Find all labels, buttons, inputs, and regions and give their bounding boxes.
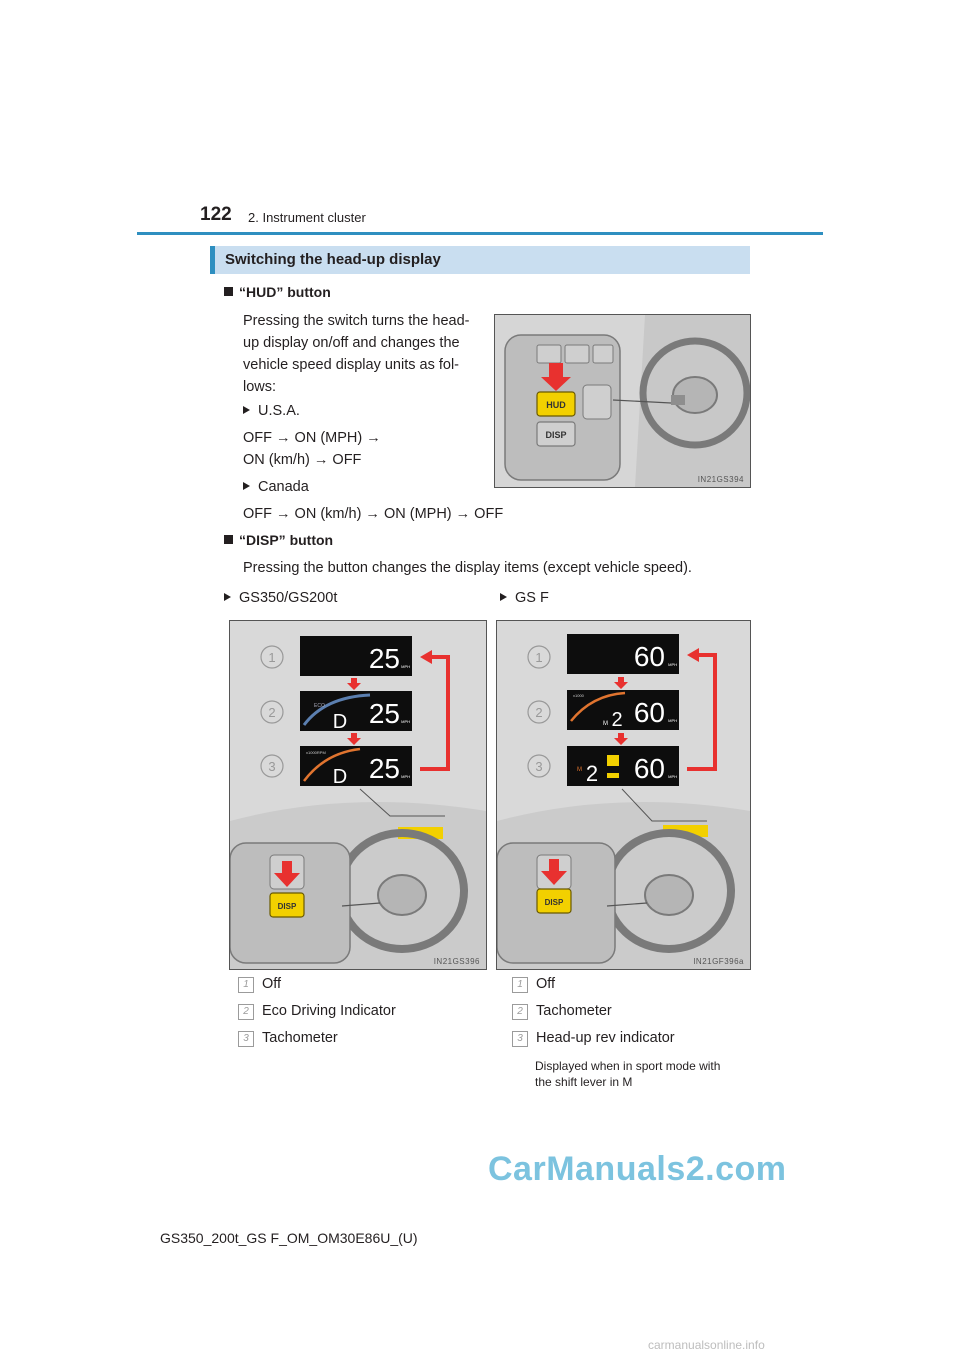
figure-code: IN21GF396a	[693, 957, 744, 966]
svg-text:2: 2	[535, 705, 542, 720]
disp-button-heading: “DISP” button	[224, 532, 333, 548]
speed-value: 60	[634, 641, 665, 672]
left-figure-title: GS350/GS200t	[224, 587, 337, 609]
square-bullet-icon	[224, 535, 233, 544]
rev-indicator-note: Displayed when in sport mode with the sh…	[535, 1059, 721, 1089]
canada-sequence: OFF → ON (km/h) → ON (MPH) → OFF	[243, 506, 504, 522]
canada-label: Canada	[243, 476, 309, 498]
svg-text:2: 2	[586, 761, 598, 786]
svg-text:x1000RPM: x1000RPM	[306, 750, 326, 755]
speed-value: 25	[369, 643, 400, 674]
hud-dashboard-illustration: HUD DISP	[495, 315, 750, 487]
gs350-disp-figure: 1 2 3 25 MPH ECO D 25 MPH x1000RPM D 25 …	[229, 620, 487, 970]
triangle-bullet-icon	[243, 482, 250, 490]
footer-doc-code: GS350_200t_GS F_OM_OM30E86U_(U)	[160, 1230, 418, 1246]
chapter-title: 2. Instrument cluster	[248, 210, 366, 225]
right-figure-title: GS F	[500, 587, 549, 609]
red-arrow-icon	[687, 648, 699, 662]
section-header: Switching the head-up display	[210, 246, 750, 274]
triangle-bullet-icon	[243, 406, 250, 414]
hud-button-label: HUD	[546, 400, 566, 410]
svg-text:25: 25	[369, 698, 400, 729]
disp-button-label: DISP	[545, 430, 566, 440]
usa-label: U.S.A.	[243, 400, 300, 422]
display-screen-off	[567, 634, 679, 674]
rev-indicator-bar	[607, 773, 619, 778]
red-arrow-icon	[420, 650, 432, 664]
figure-code: IN21GS396	[433, 957, 480, 966]
svg-text:x1000: x1000	[573, 693, 585, 698]
svg-text:1: 1	[535, 650, 542, 665]
display-screen-tach	[567, 690, 679, 730]
svg-text:MPH: MPH	[668, 662, 677, 667]
gsf-disp-figure: 1 2 3 60 MPH x1000 M 2 60 MPH M 2 60 MPH	[496, 620, 751, 970]
svg-text:3: 3	[535, 759, 542, 774]
red-arrow-icon	[541, 363, 571, 391]
svg-text:ECO: ECO	[314, 703, 325, 709]
watermark-bottom: carmanualsonline.info	[648, 1338, 765, 1352]
svg-text:MPH: MPH	[401, 719, 410, 724]
display-screen-rev-indicator	[567, 746, 679, 786]
page-number: 122	[200, 204, 232, 225]
rev-indicator-bar	[607, 755, 619, 766]
usa-sequence-line1: OFF → ON (MPH) →	[243, 430, 381, 446]
svg-text:25: 25	[369, 753, 400, 784]
svg-text:MPH: MPH	[401, 664, 410, 669]
triangle-bullet-icon	[224, 593, 231, 601]
svg-text:MPH: MPH	[668, 718, 677, 723]
hud-description: Pressing the switch turns the head- up d…	[243, 313, 470, 395]
display-screen-off	[300, 636, 412, 676]
hud-button-figure: HUD DISP IN21GS394	[494, 314, 751, 488]
svg-text:D: D	[333, 766, 347, 788]
watermark-logo: CarManuals2.com	[488, 1150, 787, 1188]
triangle-bullet-icon	[500, 593, 507, 601]
gear-indicator: 2	[611, 709, 622, 731]
disp-button-label: DISP	[278, 902, 297, 911]
gs350-display-illustration: 1 2 3 25 MPH ECO D 25 MPH x1000RPM D 25 …	[230, 621, 486, 969]
svg-text:60: 60	[634, 697, 665, 728]
square-bullet-icon	[224, 287, 233, 296]
svg-text:M: M	[577, 767, 582, 773]
svg-text:M: M	[603, 721, 608, 727]
svg-text:2: 2	[268, 705, 275, 720]
red-arrow-icon	[274, 861, 300, 887]
usa-sequence-line2: ON (km/h) → OFF	[243, 452, 362, 468]
gsf-display-illustration: 1 2 3 60 MPH x1000 M 2 60 MPH M 2 60 MPH	[497, 621, 750, 969]
figure-code: IN21GS394	[697, 475, 744, 484]
disp-button-label: DISP	[545, 898, 564, 907]
svg-text:MPH: MPH	[668, 774, 677, 779]
section-title: Switching the head-up display	[225, 251, 441, 268]
svg-text:3: 3	[268, 759, 275, 774]
gear-indicator: D	[333, 711, 347, 733]
header-rule	[137, 232, 823, 235]
hud-button-heading: “HUD” button	[224, 284, 331, 300]
svg-text:60: 60	[634, 753, 665, 784]
svg-text:1: 1	[268, 650, 275, 665]
red-arrow-icon	[541, 859, 567, 885]
svg-text:MPH: MPH	[401, 774, 410, 779]
disp-description: Pressing the button changes the display …	[243, 560, 692, 576]
